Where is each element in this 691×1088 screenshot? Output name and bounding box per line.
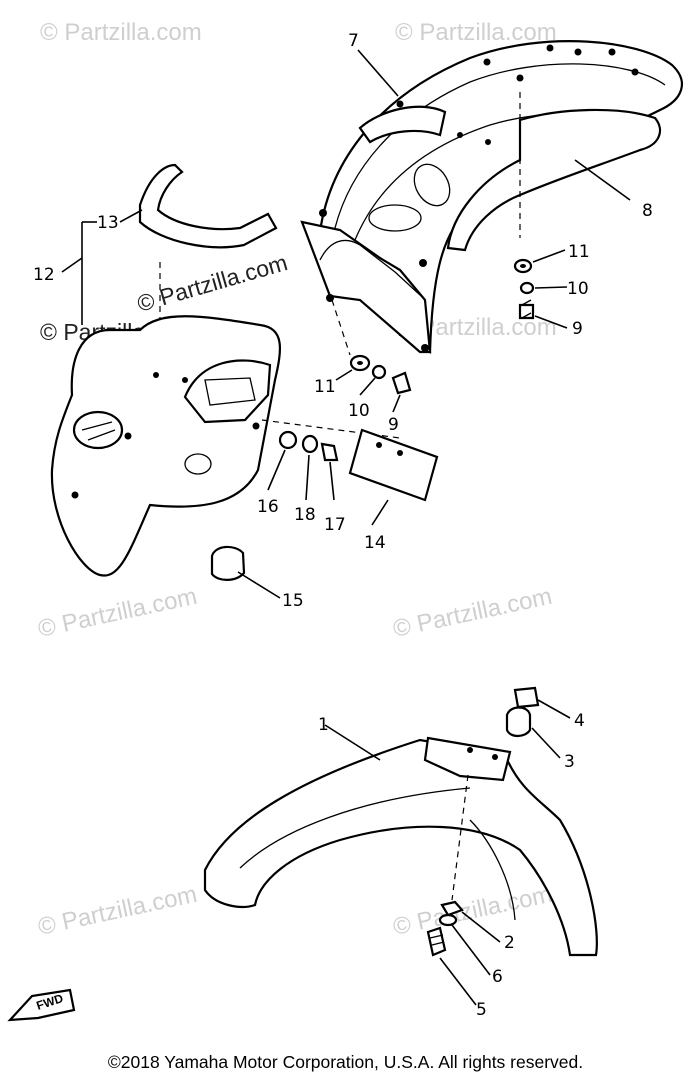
clip-2 bbox=[440, 900, 464, 917]
front-fender bbox=[203, 736, 598, 957]
callout-7: 7 bbox=[348, 31, 359, 51]
copyright-notice: ©2018 Yamaha Motor Corporation, U.S.A. A… bbox=[107, 1052, 584, 1072]
watermark: © Partzilla.com bbox=[134, 249, 290, 317]
callout-11-left: 11 bbox=[314, 377, 336, 397]
callout-9-right: 9 bbox=[572, 319, 583, 339]
callout-1: 1 bbox=[318, 715, 329, 735]
callout-8: 8 bbox=[642, 201, 653, 221]
rear-fender-hardware bbox=[349, 258, 535, 395]
lock-washer-10-left bbox=[371, 364, 387, 380]
fwd-arrow: FWD bbox=[7, 988, 76, 1022]
watermark: © Partzilla.com bbox=[391, 583, 555, 643]
callout-16: 16 bbox=[257, 497, 279, 517]
callout-5: 5 bbox=[476, 1000, 487, 1020]
rear-fender bbox=[300, 40, 683, 356]
bolt-9-left bbox=[391, 371, 412, 395]
battery-box-plate bbox=[183, 359, 272, 424]
callout-layer: 1 2 3 4 5 6 7 8 9 9 10 10 11 11 12 13 14… bbox=[33, 31, 653, 1020]
bolt-9-right bbox=[518, 303, 535, 320]
washer-16 bbox=[278, 430, 298, 450]
plate-and-hardware bbox=[210, 428, 439, 581]
callout-14: 14 bbox=[364, 533, 386, 553]
callout-10-right: 10 bbox=[567, 279, 589, 299]
callout-17: 17 bbox=[324, 515, 346, 535]
leader-lines bbox=[61, 49, 631, 1006]
front-fender-hardware bbox=[426, 686, 540, 957]
callout-6: 6 bbox=[492, 967, 503, 987]
callout-3: 3 bbox=[564, 752, 575, 772]
watermark: © Partzilla.com bbox=[36, 583, 200, 643]
lock-washer-10-right bbox=[519, 281, 535, 295]
callout-11-right: 11 bbox=[568, 242, 590, 262]
grommet-15 bbox=[210, 545, 246, 581]
callout-12: 12 bbox=[33, 265, 55, 285]
callout-2: 2 bbox=[504, 933, 515, 953]
watermark: © Partzilla.com bbox=[391, 881, 555, 941]
side-cover-assembly bbox=[50, 163, 401, 577]
lock-washer-18 bbox=[301, 434, 319, 454]
plate-14 bbox=[348, 428, 439, 502]
callout-4: 4 bbox=[574, 711, 585, 731]
callout-13: 13 bbox=[97, 213, 119, 233]
watermark: © Partzilla.com bbox=[395, 19, 557, 46]
callout-18: 18 bbox=[294, 505, 316, 525]
callout-10-left: 10 bbox=[348, 401, 370, 421]
bolt-5 bbox=[426, 926, 447, 957]
fender-mount-block bbox=[423, 736, 512, 782]
watermark: © Partzilla.com bbox=[40, 19, 202, 46]
callout-9-left: 9 bbox=[388, 415, 399, 435]
inlet-boot bbox=[72, 410, 124, 450]
damper-3 bbox=[505, 706, 532, 738]
washer-6 bbox=[438, 913, 458, 927]
strap-13 bbox=[138, 163, 278, 249]
callout-15: 15 bbox=[282, 591, 304, 611]
watermark: © Partzilla.com bbox=[36, 881, 200, 941]
screw-4 bbox=[513, 686, 540, 709]
screw-17 bbox=[320, 442, 339, 462]
